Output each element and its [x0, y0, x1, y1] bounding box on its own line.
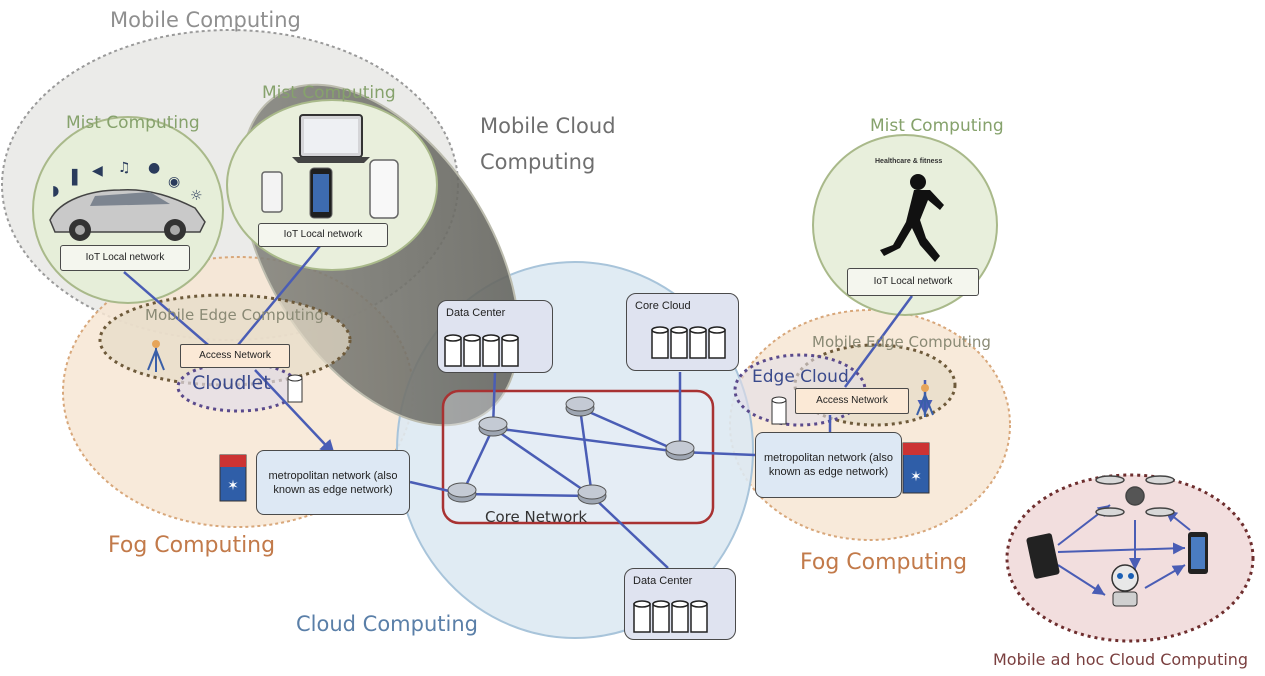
storage-icon [287, 374, 303, 403]
router-icon [665, 440, 695, 461]
router-icon [447, 482, 477, 503]
data-center-box: Data Center [624, 568, 736, 640]
mobile-adhoc-cloud-label: Mobile ad hoc Cloud Computing [993, 650, 1249, 669]
phone-icons [261, 159, 399, 219]
antenna-icon [916, 384, 934, 417]
access-network-box: Access Network [795, 388, 909, 414]
svg-text:✶: ✶ [227, 478, 239, 494]
metropolitan-network-box: metropolitan network (also known as edge… [256, 450, 410, 515]
switch-icon: ✶ [902, 442, 930, 494]
data-center-label: Data Center [633, 575, 693, 587]
svg-text:◗: ◗ [52, 183, 59, 199]
fog-computing-label: Fog Computing [800, 550, 968, 575]
antenna-icon [147, 340, 165, 372]
svg-text:●: ● [148, 160, 160, 176]
drone-icon [1095, 475, 1175, 517]
access-network-box: Access Network [180, 344, 290, 368]
fog-computing-label: Fog Computing [108, 533, 276, 558]
svg-text:✶: ✶ [910, 469, 922, 485]
metropolitan-network-box: metropolitan network (also known as edge… [755, 432, 902, 498]
svg-text:◀: ◀ [92, 163, 103, 179]
iot-local-network-box: IoT Local network [60, 245, 190, 271]
tablet-icon [1026, 533, 1060, 579]
cloud-computing-label: Cloud Computing [296, 612, 478, 636]
core-network-label: Core Network [485, 508, 588, 526]
core-cloud-box: Core Cloud [626, 293, 739, 371]
switch-icon: ✶ [219, 454, 247, 502]
health-image-title: Healthcare & fitness [875, 158, 943, 165]
mist-computing-label: Mist Computing [66, 113, 200, 133]
car-icon [49, 189, 206, 241]
mobile-edge-computing-label: Mobile Edge Computing [145, 306, 324, 324]
mobile-cloud-computing-label: Mobile Cloud Computing [480, 114, 616, 174]
core-network-box [441, 389, 715, 525]
edge-cloud-label: Edge Cloud [752, 367, 849, 387]
network-links [123, 245, 933, 569]
data-center-box: Data Center [437, 300, 553, 373]
robot-icon [1111, 564, 1139, 607]
mobile-computing-label: Mobile Computing [110, 8, 301, 32]
svg-text:♫: ♫ [118, 160, 131, 176]
smartphone-icon [1188, 532, 1208, 574]
router-icon [577, 484, 607, 505]
iot-local-network-box: IoT Local network [847, 268, 979, 296]
mist-computing-label: Mist Computing [870, 116, 1004, 136]
mobile-edge-computing-label: Mobile Edge Computing [812, 333, 991, 351]
svg-text:☼: ☼ [190, 188, 203, 204]
core-cloud-label: Core Cloud [635, 300, 691, 312]
core-routers [447, 396, 695, 505]
iot-local-network-box: IoT Local network [258, 223, 388, 247]
media-icons: ◗ ▌ ◀ ♫ ● ◉ ☼ [52, 160, 203, 204]
storage-icon [771, 396, 787, 425]
svg-text:◉: ◉ [168, 174, 180, 190]
cloudlet-label: Cloudlet [192, 372, 271, 394]
mist-computing-label: Mist Computing [262, 83, 396, 103]
svg-text:▌: ▌ [71, 168, 83, 186]
data-center-label: Data Center [446, 307, 506, 319]
laptop-icon [292, 114, 370, 163]
router-icon [478, 416, 508, 437]
runner-icon [880, 174, 944, 262]
router-icon [565, 396, 595, 417]
